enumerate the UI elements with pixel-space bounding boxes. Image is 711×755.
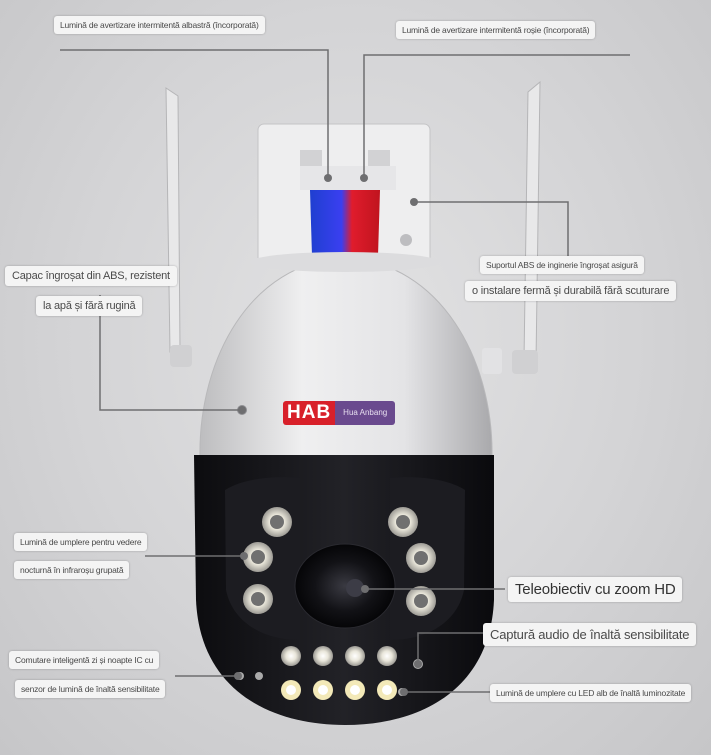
callout-bracket-line1: Suportul ABS de inginerie îngroșat asigu… bbox=[480, 256, 644, 274]
callout-red-light: Lumină de avertizare intermitentă roșie … bbox=[396, 21, 596, 39]
brand-logo: HAB Hua Anbang bbox=[283, 401, 396, 425]
ir-led-cluster-right bbox=[388, 507, 436, 616]
callout-zoom: Teleobiectiv cu zoom HD bbox=[508, 577, 683, 602]
callout-bracket-line2: o instalare fermă și durabilă fără scutu… bbox=[465, 281, 677, 301]
callout-ir-line1: Lumină de umplere pentru vedere bbox=[14, 533, 148, 551]
callout-blue-light: Lumină de avertizare intermitentă albast… bbox=[54, 16, 265, 34]
brand-logo-main: HAB bbox=[283, 401, 336, 425]
callout-switch-line2: senzor de lumină de înaltă sensibilitate bbox=[15, 680, 166, 698]
callout-cover-line1: Capac îngroșat din ABS, rezistent bbox=[5, 266, 177, 286]
callout-switch-line1: Comutare inteligentă zi și noapte IC cu bbox=[9, 651, 160, 669]
ir-led-cluster-left bbox=[243, 507, 292, 614]
callout-cover-line2: la apă și fără rugină bbox=[36, 296, 143, 316]
white-led-array bbox=[281, 646, 397, 700]
callout-ir-line2: nocturnă în infraroșu grupată bbox=[14, 561, 130, 579]
callout-leader-lines bbox=[60, 49, 630, 693]
brand-logo-sub: Hua Anbang bbox=[335, 401, 396, 425]
callout-audio: Captură audio de înaltă sensibilitate bbox=[483, 623, 697, 646]
callout-led: Lumină de umplere cu LED alb de înaltă l… bbox=[490, 684, 692, 702]
